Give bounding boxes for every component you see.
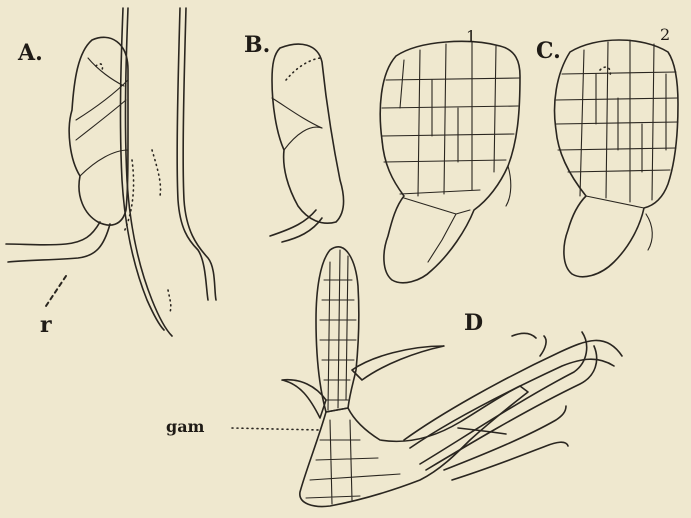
figure-c-cell-wall-h4 (558, 148, 676, 150)
figure-a-body (69, 37, 128, 225)
figure-1-cell-wall-v2 (444, 44, 446, 194)
figure-c: C. 2 (536, 25, 678, 277)
figure-a: A. r (6, 8, 216, 338)
gam-pointer (232, 428, 320, 430)
figure-a-cell-wall-2 (76, 100, 126, 140)
rhizoid-label: r (40, 312, 52, 338)
figure-c-label: C. (536, 38, 561, 64)
figure-a-rhizoid-inner (6, 222, 100, 245)
figure-d-filament-4 (452, 442, 568, 480)
figure-b-dots (286, 58, 320, 80)
figure-a-dots-4 (168, 290, 171, 312)
figure-1-cell-wall-h1 (386, 78, 520, 80)
figure-a-filament-right-inner (177, 8, 208, 300)
figure-b-rhizoid (270, 210, 316, 236)
figure-1-cell-wall-h4 (384, 160, 506, 162)
figure-a-label: A. (17, 40, 43, 66)
figure-c-cell-wall-h3 (556, 122, 678, 124)
figure-c-cell-wall-h1 (562, 72, 676, 74)
figure-c-dots (600, 67, 610, 76)
figure-d-label: D (464, 310, 483, 336)
figure-d-right-leaf (352, 346, 444, 380)
figure-a-cell-wall-4 (88, 58, 124, 86)
figure-1: 1 (380, 27, 520, 283)
figure-c-cell-wall-v2 (606, 42, 608, 198)
gam-label: gam (166, 417, 205, 436)
figure-1-cell-wall-v4 (494, 46, 496, 172)
figure-a-dots-3 (152, 150, 161, 196)
figure-b-cell-wall-2 (284, 127, 322, 150)
figure-b-body (272, 44, 343, 223)
figure-b: B. (244, 32, 343, 242)
figure-b-label: B. (244, 32, 270, 58)
figure-a-filament-right (183, 8, 216, 300)
figure-c-number: 2 (660, 25, 670, 44)
figure-d-texture-2 (328, 250, 348, 410)
figure-1-cell-wall-v1 (418, 50, 420, 196)
figure-c-hair (646, 214, 652, 250)
figure-c-cell-wall-v1 (580, 50, 584, 196)
figure-d-filament-6 (540, 336, 546, 356)
figure-1-cell-wall-v8 (428, 214, 456, 262)
figure-1-tail (506, 166, 511, 206)
figure-1-number: 1 (466, 27, 476, 46)
figure-b-cell-wall-1 (272, 98, 322, 128)
figure-a-filament-left (125, 8, 172, 336)
figure-a-r-pointer (46, 276, 66, 306)
figure-d-left-leaf (282, 380, 326, 418)
figure-c-cell-wall-h6 (586, 196, 644, 208)
figure-c-body (555, 40, 678, 277)
figure-1-cell-wall-h5 (400, 190, 480, 194)
figure-c-cell-wall-h5 (568, 170, 670, 172)
figure-c-cell-wall-h2 (556, 98, 678, 100)
figure-1-cell-wall-v5 (400, 60, 404, 108)
figure-1-cell-wall-h6 (404, 198, 470, 214)
figure-d-filament-7 (512, 333, 536, 338)
figure-d: gam D (166, 247, 622, 507)
figure-d-main-lobe (316, 247, 359, 412)
figure-1-cell-wall-h2 (382, 106, 518, 108)
